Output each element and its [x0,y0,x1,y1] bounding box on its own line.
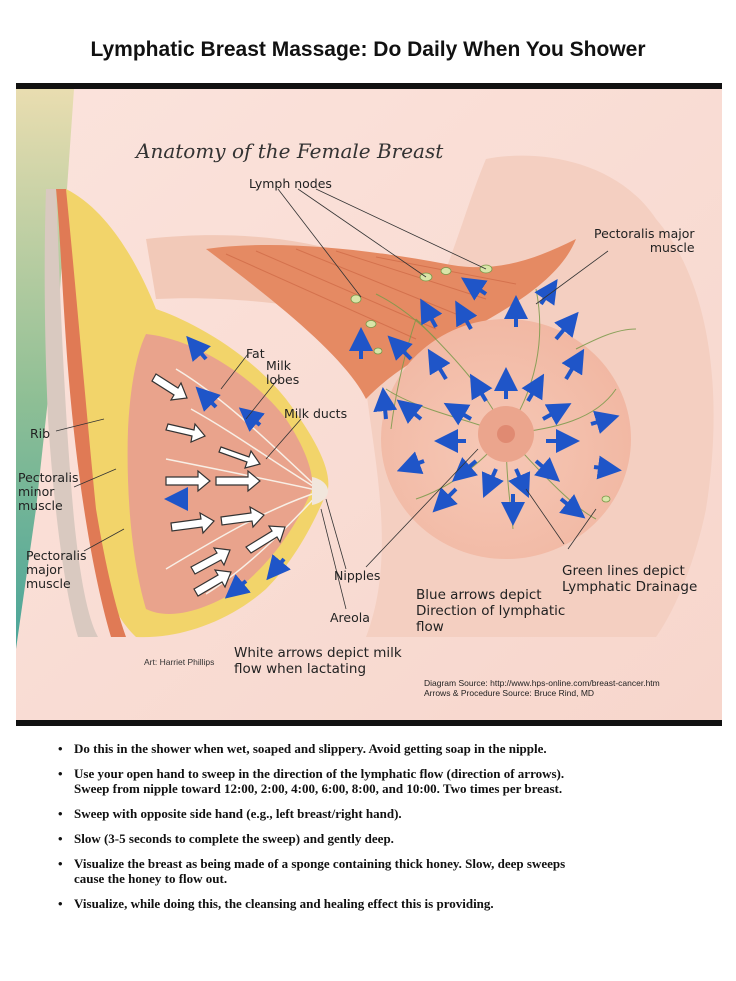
bullet: • [58,856,63,871]
label-nipples: Nipples [334,568,381,583]
cross-section-nipple [312,477,328,505]
label-pectoralis-minor: Pectoralis minor muscle [18,470,79,513]
pectoralis-cross-section [56,189,126,637]
leader-lines [55,188,609,610]
top-divider [16,83,722,89]
label-milk-lobes: Milk lobes [266,358,300,387]
instruction-item: •Visualize the breast as being made of a… [58,856,566,886]
label-milk-ducts: Milk ducts [284,406,348,421]
bottom-divider [16,720,722,726]
instruction-item: •Visualize, while doing this, the cleans… [58,896,494,911]
bullet: • [58,766,63,781]
instruction-item: •Slow (3-5 seconds to complete the sweep… [58,831,394,846]
instruction-item: •Use your open hand to sweep in the dire… [58,766,565,796]
anatomy-figure: Anatomy of the Female Breast Lymph nodes… [16,89,722,720]
cross-section-blue-arrows [164,335,291,599]
art-credit: Art: Harriet Phillips [144,657,215,667]
instruction-item: •Sweep with opposite side hand (e.g., le… [58,806,402,821]
bullet: • [58,806,63,821]
label-blue-arrows: Blue arrows depict Direction of lymphati… [416,587,566,635]
page-title: Lymphatic Breast Massage: Do Daily When … [90,38,646,61]
label-areola: Areola [330,610,370,625]
instruction-list: •Do this in the shower when wet, soaped … [56,741,716,921]
bullet: • [58,741,63,756]
white-arrows [151,373,286,597]
label-lymph-nodes: Lymph nodes [249,176,332,191]
label-pectoralis-major-left: Pectoralis major muscle [26,548,87,591]
rib-layer [44,189,98,637]
label-green-lines: Green lines depict Lymphatic Drainage [562,563,698,595]
instruction-item: •Do this in the shower when wet, soaped … [58,741,547,756]
label-pectoralis-major-right: Pectoralis major muscle [594,226,695,255]
bullet: • [58,896,63,911]
diagram-source: Diagram Source: http://www.hps-online.co… [424,678,660,698]
label-white-arrows: White arrows depict milk flow when lacta… [234,645,402,677]
anatomy-illustration [16,89,722,720]
label-rib: Rib [30,426,51,441]
anatomy-title: Anatomy of the Female Breast [136,139,444,163]
bullet: • [58,831,63,846]
label-fat: Fat [246,346,265,361]
nipple [497,425,515,443]
